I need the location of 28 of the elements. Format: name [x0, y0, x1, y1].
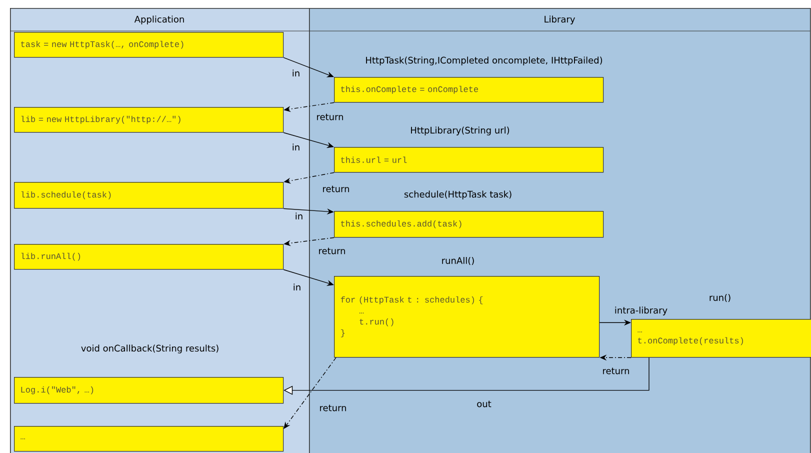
- arrow: [284, 357, 336, 429]
- code-box: this.url = url: [334, 147, 604, 173]
- method-signature: HttpTask(String,ICompleted oncomplete, IHttpFailed): [366, 56, 602, 66]
- edge-label: in: [292, 282, 302, 292]
- code-box: lib = new HttpLibrary("http://…"): [14, 107, 284, 133]
- method-signature: schedule(HttpTask task): [404, 190, 512, 200]
- edge-label: in: [290, 68, 302, 78]
- code-box: this.onComplete = onComplete: [334, 77, 604, 103]
- edge-label: in: [294, 212, 304, 220]
- code-box: lib.schedule(task): [14, 182, 284, 209]
- code-box: task = new HttpTask(…, onComplete): [14, 32, 284, 58]
- node-label: …: [359, 312, 364, 314]
- method-signature: run(): [710, 294, 730, 302]
- method-signature: runAll(): [442, 257, 474, 266]
- code-box: this.schedules.add(task): [334, 211, 604, 238]
- edge-label: intra-library: [613, 306, 669, 316]
- node-label: t.run(): [360, 318, 394, 326]
- node-label: }: [340, 329, 344, 338]
- code-box: lib.runAll(): [14, 244, 284, 270]
- method-signature: HttpLibrary(String url): [411, 126, 510, 136]
- method-signature: void onCallback(String results): [81, 344, 218, 354]
- code-box: … t.onComplete(results): [631, 319, 811, 358]
- arrow: [283, 57, 334, 78]
- code-box: for (HttpTask t : schedules) { … t.run() }: [334, 276, 600, 358]
- code-box: Log.i("Web", …): [14, 377, 284, 404]
- edge-label: in: [290, 142, 302, 152]
- code-box: …: [14, 426, 284, 452]
- node-label: for (HttpTask t : schedules) {: [340, 296, 483, 304]
